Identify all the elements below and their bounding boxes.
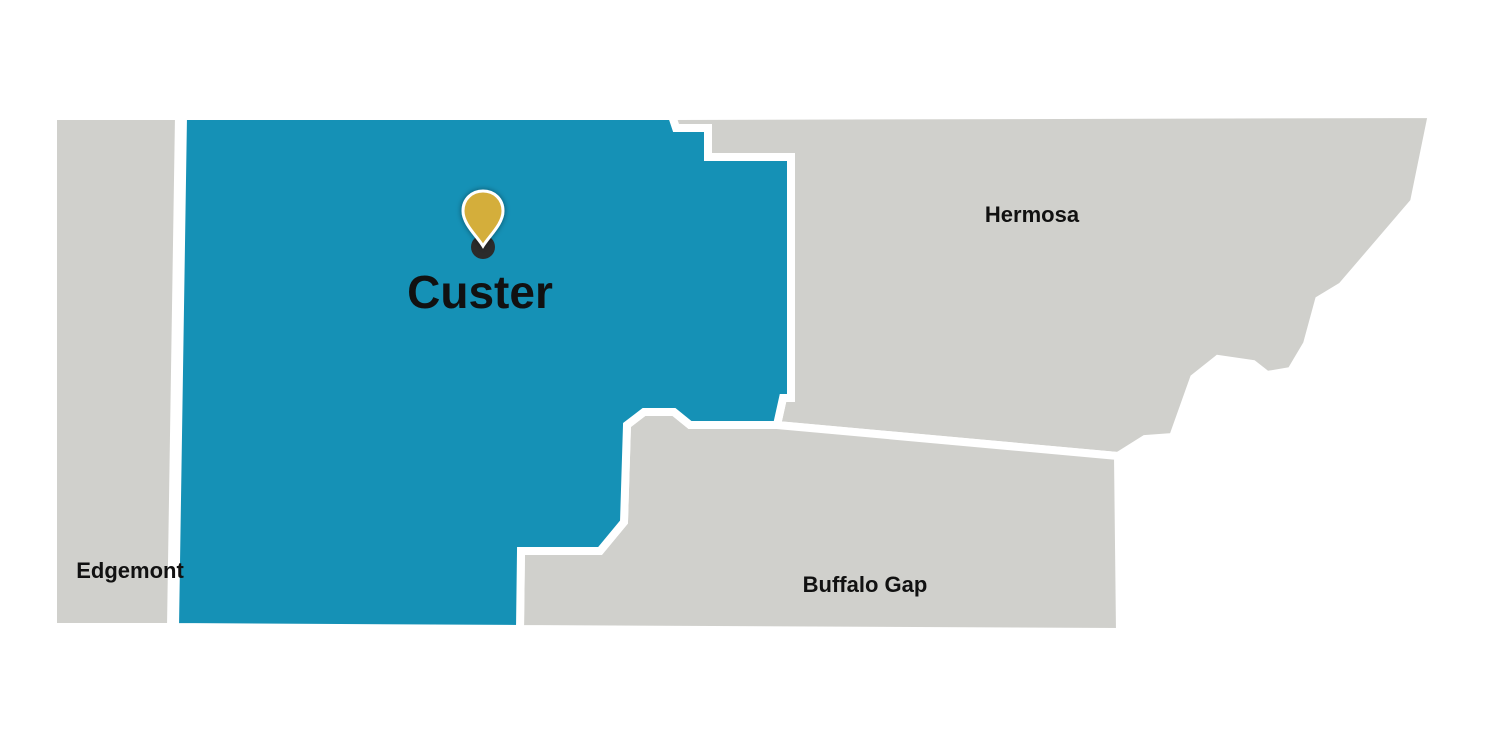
label-buffalo-gap: Buffalo Gap (803, 572, 928, 597)
region-edgemont[interactable] (49, 112, 184, 631)
label-edgemont: Edgemont (76, 558, 184, 583)
label-hermosa: Hermosa (985, 202, 1080, 227)
region-custer[interactable] (170, 112, 795, 634)
map-pin-icon[interactable] (461, 189, 505, 259)
label-custer: Custer (407, 266, 553, 318)
pin-head (461, 189, 505, 249)
